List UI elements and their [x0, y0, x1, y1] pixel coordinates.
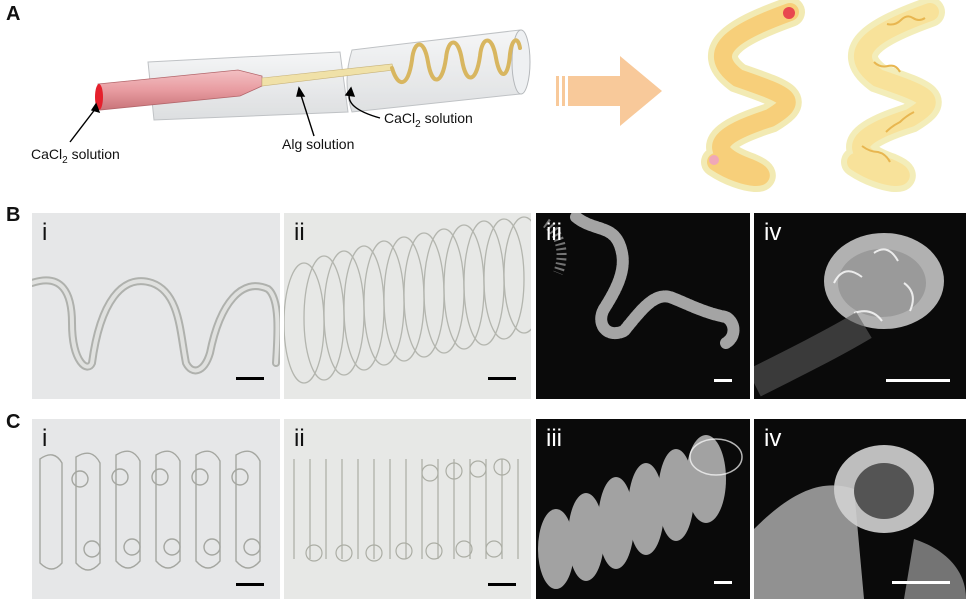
panel-b-iv-sublabel: iv — [764, 219, 782, 246]
cacl2-label-left: CaCl2 solution — [31, 146, 120, 166]
panel-b-iii-sublabel: iii — [546, 219, 562, 246]
cacl2-label-right: CaCl2 solution — [384, 110, 473, 130]
alg-solution-label: Alg solution — [282, 136, 355, 152]
panel-c-ii-brightfield: ii — [284, 419, 531, 599]
scale-bar — [236, 583, 264, 586]
scale-bar — [714, 581, 732, 584]
helical-fiber-in-tube — [390, 38, 522, 84]
annotation-arrows — [69, 86, 381, 143]
panel-c-ii-sublabel: ii — [294, 425, 305, 452]
microfluidic-device-schematic — [69, 0, 945, 192]
panel-c-iv-sublabel: iv — [764, 425, 782, 452]
scale-bar — [714, 379, 732, 382]
helical-fiber-illustration-1 — [701, 0, 805, 192]
panel-b-iv-sem: iv — [754, 213, 966, 399]
panel-b-iii-sem: iii — [536, 213, 750, 399]
panel-b-ii-sublabel: ii — [294, 219, 305, 246]
panel-c-iv-sem: iv — [754, 419, 966, 599]
scale-bar — [236, 377, 264, 380]
panel-b-ii-brightfield: ii — [284, 213, 531, 399]
panel-letter-a: A — [6, 3, 21, 25]
process-arrow — [556, 56, 662, 126]
helical-fiber-illustration-2 — [841, 0, 945, 192]
panel-c-iii-sem: iii — [536, 419, 750, 599]
scale-bar — [488, 583, 516, 586]
scale-bar — [886, 379, 950, 382]
panel-b-i-brightfield: i — [32, 213, 280, 399]
panel-letter-c: C — [6, 411, 21, 433]
scale-bar — [892, 581, 950, 584]
scale-bar — [488, 377, 516, 380]
panel-c-iii-sublabel: iii — [546, 425, 562, 452]
panel-letter-b: B — [6, 204, 21, 226]
panel-c-i-brightfield: i — [32, 419, 280, 599]
panel-b-i-sublabel: i — [42, 219, 48, 246]
panel-c-i-sublabel: i — [42, 425, 48, 452]
pink-injection-needle — [95, 69, 263, 111]
